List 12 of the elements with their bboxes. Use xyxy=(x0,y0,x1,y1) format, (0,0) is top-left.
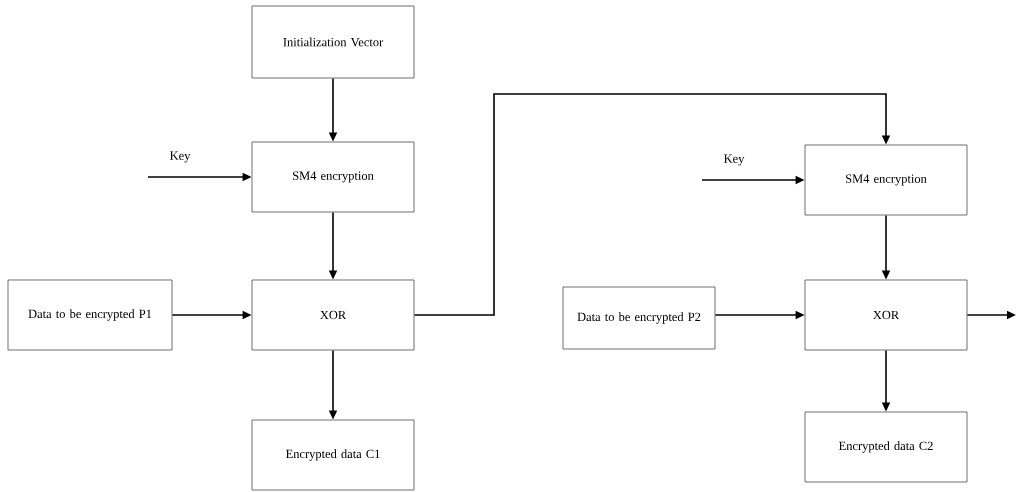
process-box: XOR xyxy=(804,279,968,351)
process-box: Encrypted data C2 xyxy=(804,411,968,483)
process-box: Data to be encrypted P2 xyxy=(562,286,716,350)
process-box: SM4 encryption xyxy=(804,144,968,216)
process-box: XOR xyxy=(251,279,415,351)
edge-label: Key xyxy=(168,150,192,164)
arrow xyxy=(413,93,891,316)
process-box: SM4 encryption xyxy=(251,141,415,213)
process-box: Data to be encrypted P1 xyxy=(7,279,173,351)
process-box: Initialization Vector xyxy=(251,5,415,79)
edge-label: Key xyxy=(722,153,746,167)
process-box: Encrypted data C1 xyxy=(251,419,415,491)
